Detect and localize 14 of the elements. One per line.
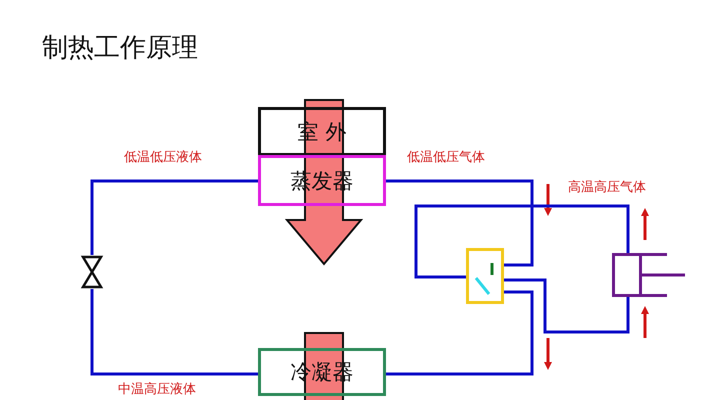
edge-label: 中温高压液体 [116,382,198,398]
pipe-line [90,289,258,376]
title: 制热工作原理 [42,32,198,65]
pipe-line [90,180,258,255]
pipe-line [386,180,534,266]
edge-label: 低温低压液体 [122,150,204,166]
pipe-line [386,290,534,376]
four-way-valve [466,248,504,304]
compressor-drawing [612,253,686,297]
pipe-line [504,278,630,334]
valve-symbol [81,255,103,289]
edge-label: 低温低压气体 [405,150,487,166]
edge-label: 高温高压气体 [566,180,648,196]
pipe-line [414,204,630,278]
